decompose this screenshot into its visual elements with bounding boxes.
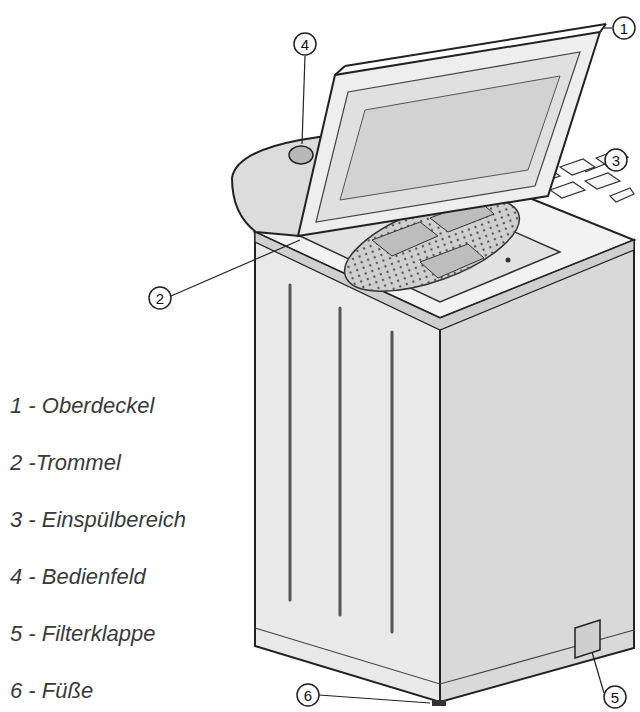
part-name: 6 - Füße [10,680,93,702]
callout-number: 6 [304,688,312,703]
part-name: 3 - Einspülbereich [10,509,186,531]
callout-number: 1 [620,21,628,36]
callout-number: 2 [156,291,164,306]
part-name: 4 - Bedienfeld [10,566,146,588]
callout-number: 3 [612,153,620,168]
callout-number: 5 [611,690,619,705]
part-name: 1 - Oberdeckel [10,395,154,417]
callout-number: 4 [301,37,309,52]
part-name: 5 - Filterklappe [10,623,156,645]
part-name: 2 -Trommel [10,452,121,474]
